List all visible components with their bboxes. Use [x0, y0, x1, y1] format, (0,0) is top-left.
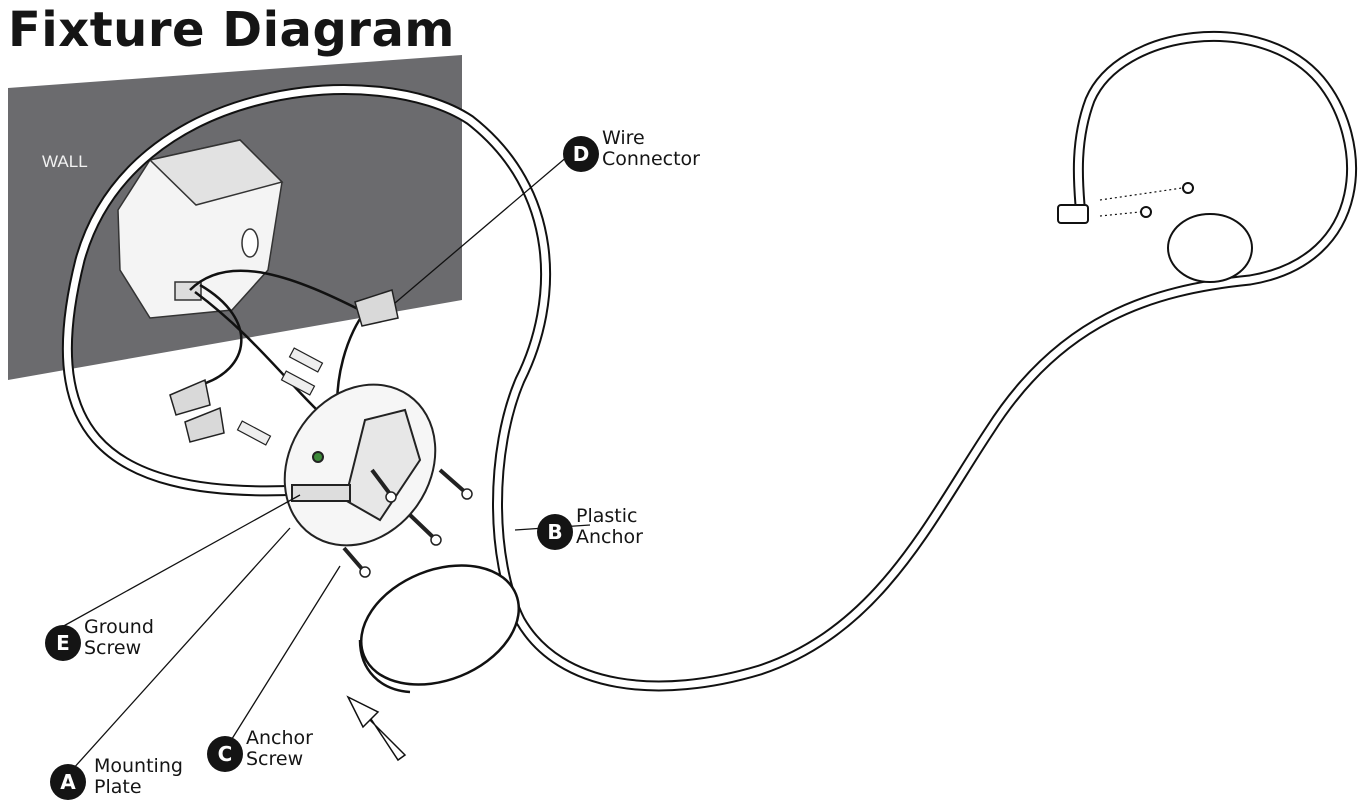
callout-c-line2: Screw [246, 749, 313, 770]
callout-d-line1: Wire [602, 128, 700, 149]
small-fixture [1058, 183, 1252, 282]
callout-wire-connector: D Wire Connector [563, 128, 700, 172]
callout-anchor-screw: C Anchor Screw [207, 728, 313, 772]
callout-mounting-plate: A Mounting Plate [50, 756, 183, 800]
callout-badge-d: D [563, 136, 599, 172]
callout-b-line1: Plastic [576, 506, 643, 527]
callout-ground-screw: E Ground Screw [45, 617, 154, 661]
direction-arrow [348, 697, 405, 760]
callout-label-anchor-screw: Anchor Screw [246, 728, 313, 770]
callout-label-wire-connector: Wire Connector [602, 128, 700, 170]
page-title: Fixture Diagram [8, 2, 455, 58]
callout-badge-e: E [45, 625, 81, 661]
callout-b-line2: Anchor [576, 527, 643, 548]
callout-e-line2: Screw [84, 638, 154, 659]
callout-e-line1: Ground [84, 617, 154, 638]
callout-label-mounting-plate: Mounting Plate [94, 756, 183, 798]
callout-badge-c: C [207, 736, 243, 772]
callout-a-line2: Plate [94, 777, 183, 798]
callout-label-ground-screw: Ground Screw [84, 617, 154, 659]
callout-badge-b: B [537, 514, 573, 550]
callout-label-plastic-anchor: Plastic Anchor [576, 506, 643, 548]
callout-d-line2: Connector [602, 149, 700, 170]
callout-plastic-anchor: B Plastic Anchor [537, 506, 643, 550]
wall-label: WALL [42, 152, 88, 172]
callout-badge-a: A [50, 764, 86, 800]
callout-c-line1: Anchor [246, 728, 313, 749]
callout-a-line1: Mounting [94, 756, 183, 777]
